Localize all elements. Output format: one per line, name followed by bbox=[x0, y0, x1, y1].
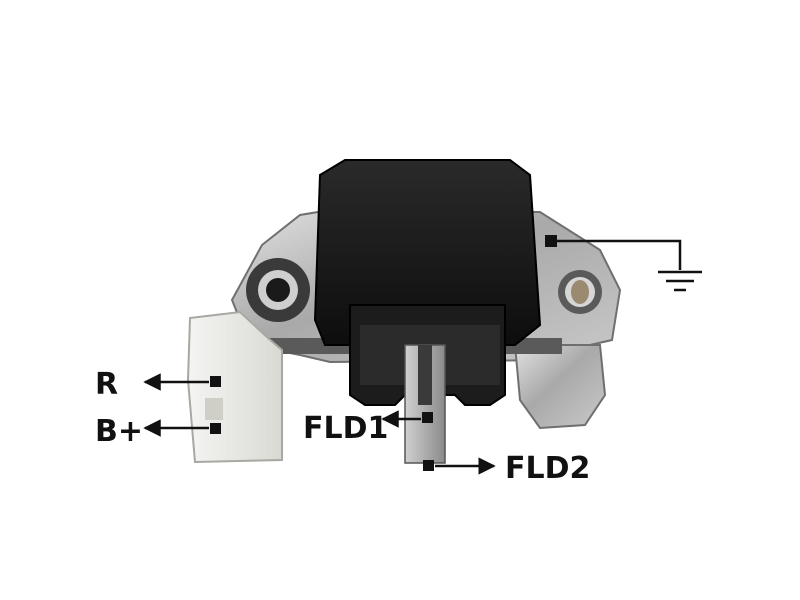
left-mounting-hole bbox=[246, 258, 310, 322]
b-plus-pin-marker bbox=[210, 423, 221, 434]
callouts: R B+ FLD1 FLD2 bbox=[95, 235, 702, 486]
ground-symbol-icon bbox=[658, 270, 702, 292]
fld1-pin-marker bbox=[422, 412, 433, 423]
metal-right-leg bbox=[513, 344, 607, 430]
label-fld2: FLD2 bbox=[505, 451, 590, 486]
label-b-plus: B+ bbox=[95, 414, 143, 449]
plug-slot bbox=[205, 398, 223, 420]
label-fld1: FLD1 bbox=[303, 411, 388, 446]
label-r: R bbox=[95, 367, 118, 402]
fld2-pin-marker bbox=[423, 460, 434, 471]
fld-terminal-slot bbox=[418, 345, 432, 405]
voltage-regulator-image bbox=[186, 159, 622, 464]
regulator-body bbox=[313, 159, 542, 346]
ground-lead-line bbox=[556, 239, 682, 270]
r-pin-marker bbox=[210, 376, 221, 387]
right-mounting-hole bbox=[558, 270, 602, 314]
ground-pin-marker bbox=[545, 235, 557, 247]
